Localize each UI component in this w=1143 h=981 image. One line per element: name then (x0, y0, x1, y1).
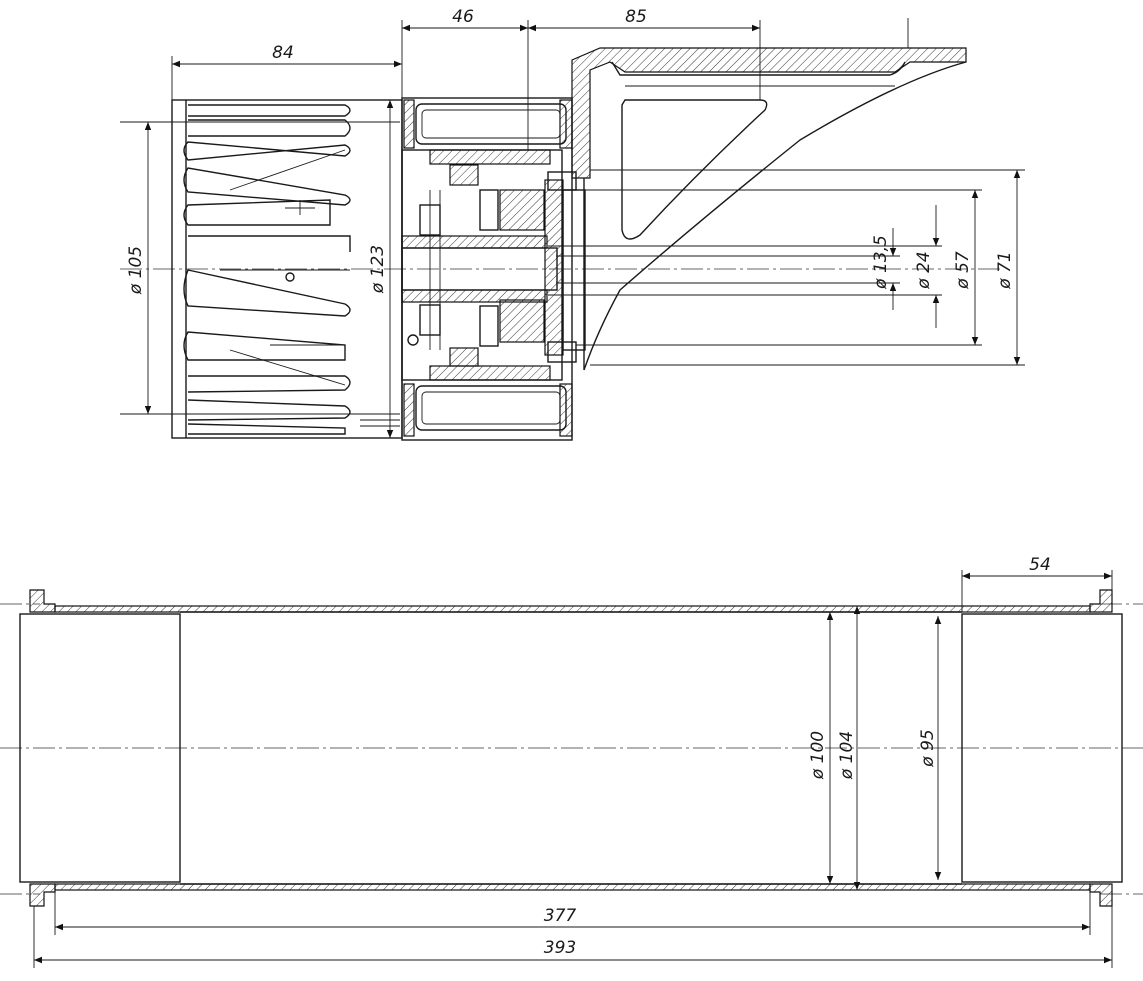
dim-393: 393 (33, 906, 1113, 968)
dim-84-label: 84 (272, 43, 294, 63)
dia-13-5-label: ø 13,5 (871, 235, 891, 290)
dia-104-label: ø 104 (837, 731, 857, 780)
dia-71-label: ø 71 (995, 251, 1015, 289)
dim-85: 85 (528, 7, 909, 100)
right-sleeve (961, 613, 1123, 883)
dim-46-label: 46 (452, 7, 474, 27)
dim-377-label: 377 (544, 906, 577, 926)
dia-24-label: ø 24 (914, 251, 934, 289)
dia-104: ø 104 (837, 606, 861, 890)
tube-wall-bottom (54, 883, 1091, 891)
dia-100-label: ø 100 (808, 731, 828, 780)
dim-54-label: 54 (1029, 555, 1051, 575)
dia-100: ø 100 (808, 612, 834, 884)
top-view-assembly: 84 46 85 ø 105 ø 123 (120, 7, 1025, 441)
dia-57: ø 57 (576, 189, 982, 346)
fan-cage (171, 99, 403, 439)
bottom-view-tube: 54 ø 100 ø 104 ø 95 377 393 (0, 555, 1143, 968)
dia-105: ø 105 (120, 121, 400, 415)
dia-123: ø 123 (368, 100, 394, 438)
dim-84: 84 (171, 20, 403, 100)
dim-85-label: 85 (625, 7, 647, 27)
dim-46: 46 (402, 7, 529, 150)
dia-57-label: ø 57 (953, 251, 973, 290)
left-sleeve (19, 613, 181, 883)
dia-105-label: ø 105 (126, 246, 146, 295)
mounting-bracket (571, 47, 967, 371)
dia-24: ø 24 (548, 205, 942, 328)
dim-377: 377 (54, 892, 1091, 935)
motor-housing (401, 97, 586, 441)
tube-wall-top (54, 605, 1091, 613)
dia-95: ø 95 (918, 616, 942, 880)
dia-123-label: ø 123 (368, 245, 388, 294)
dia-95-label: ø 95 (918, 729, 938, 767)
dim-54: 54 (961, 555, 1113, 612)
dia-71: ø 71 (590, 169, 1025, 366)
dim-393-label: 393 (544, 938, 576, 958)
dia-13-5: ø 13,5 (556, 228, 900, 310)
